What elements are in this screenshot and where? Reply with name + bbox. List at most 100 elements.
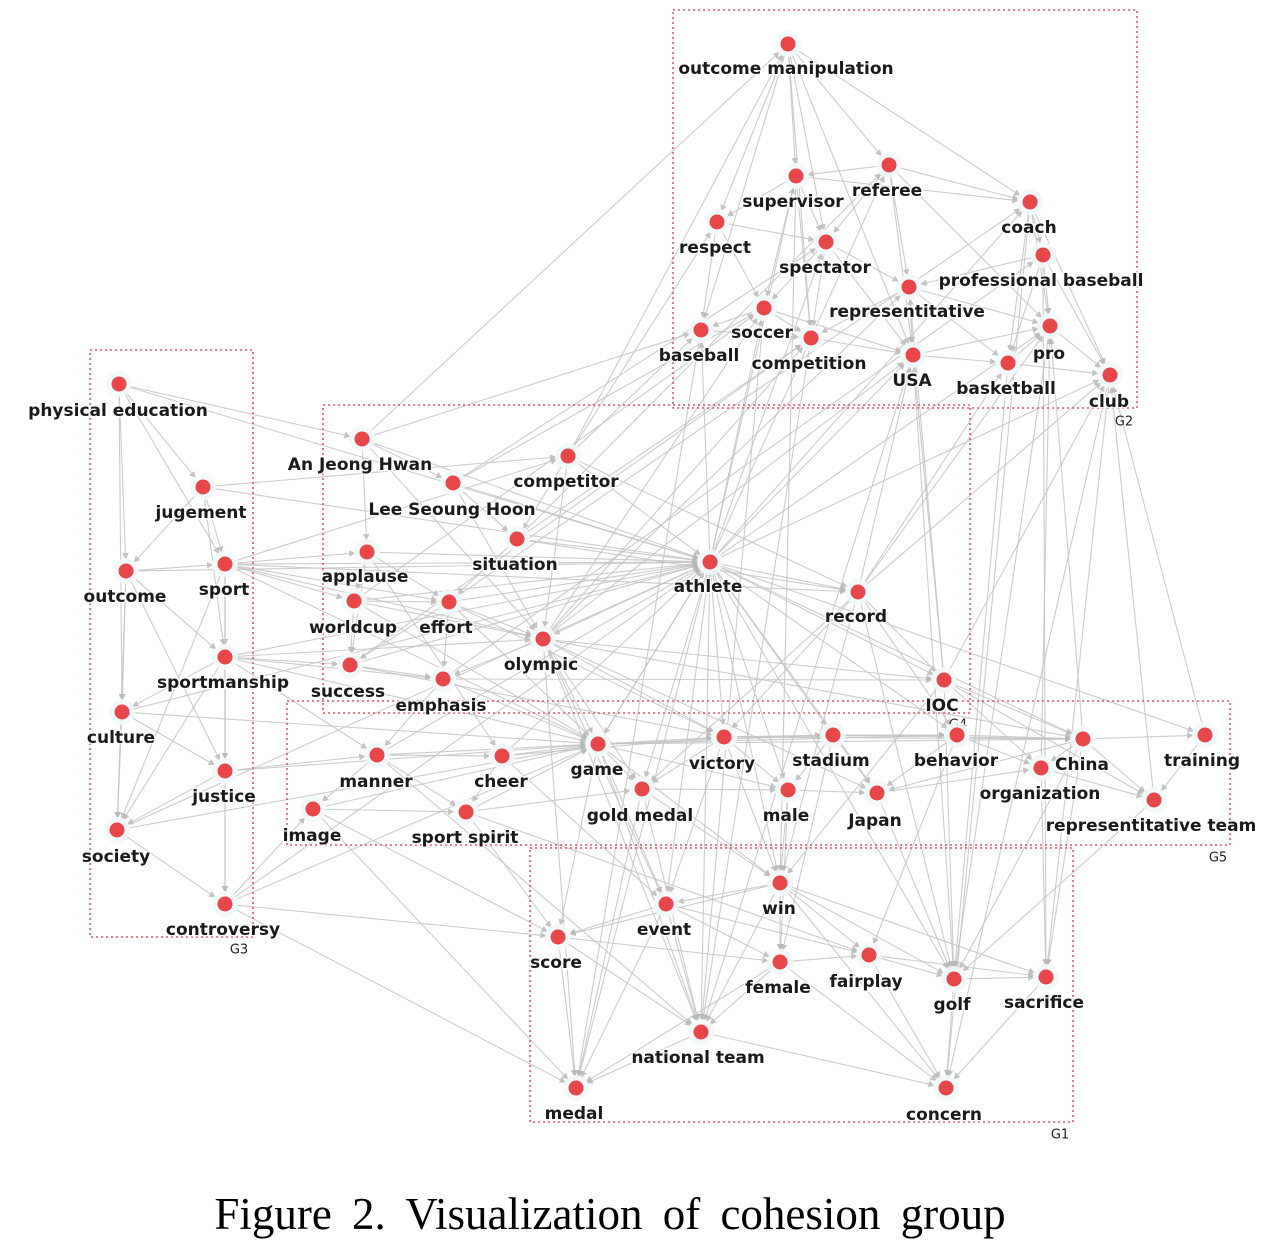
edge <box>358 666 713 737</box>
edge <box>664 570 710 893</box>
edge <box>362 602 532 639</box>
node-dot <box>949 727 965 743</box>
edge <box>522 463 564 530</box>
edge <box>585 966 773 1083</box>
node-label: gold medal <box>587 806 693 826</box>
edge <box>711 319 764 554</box>
edge <box>700 230 717 319</box>
node-physical-education: physical education <box>27 371 209 423</box>
edge <box>807 165 881 178</box>
edge <box>1108 386 1154 792</box>
edge <box>233 748 588 902</box>
node-dot <box>1033 760 1049 776</box>
edge <box>127 385 351 439</box>
node-label: representitative <box>829 302 985 322</box>
edge <box>790 52 910 345</box>
edge <box>965 734 1072 742</box>
edge <box>668 745 722 894</box>
edge <box>124 390 196 479</box>
edge <box>959 746 1080 969</box>
edge <box>1056 331 1102 368</box>
node-national-team: national team <box>630 1019 766 1070</box>
node-win: win <box>761 870 797 921</box>
edge <box>710 570 726 726</box>
edge <box>1160 741 1200 792</box>
edge <box>863 598 937 672</box>
node-label: golf <box>933 995 971 1015</box>
edge <box>232 907 566 1083</box>
node-sport: sport <box>197 551 251 602</box>
node-club: club <box>1087 362 1131 414</box>
edge <box>796 184 813 327</box>
edge <box>771 248 821 300</box>
node-label: manner <box>339 772 413 792</box>
node-representitative: representitative <box>828 274 986 324</box>
edge <box>804 176 1019 204</box>
edge <box>698 341 711 554</box>
groups-layer: G1G2G3G4G5 <box>89 9 1231 1143</box>
edge <box>451 676 933 684</box>
node-label: professional baseball <box>939 271 1144 291</box>
edge <box>889 173 910 276</box>
edge <box>951 684 1145 795</box>
edge <box>887 740 1075 792</box>
edge <box>355 560 366 591</box>
edge <box>726 745 777 873</box>
edge <box>130 712 587 747</box>
node-outcome: outcome <box>82 558 168 609</box>
edge <box>347 609 355 654</box>
node-event: event <box>635 891 693 942</box>
node-label: win <box>762 899 796 919</box>
edge <box>233 657 339 668</box>
edge <box>952 682 1073 736</box>
node-organization: organization <box>978 755 1102 806</box>
edge <box>572 231 712 449</box>
edge <box>864 382 1102 587</box>
edge <box>370 332 691 437</box>
edge <box>368 51 780 434</box>
edge <box>474 814 859 953</box>
edge <box>129 716 216 766</box>
edge <box>551 640 1072 739</box>
edge <box>575 338 701 1077</box>
node-dot <box>550 929 566 945</box>
node-dot <box>702 554 718 570</box>
node-record: record <box>823 579 889 629</box>
edge <box>921 326 1039 354</box>
edge <box>720 52 786 212</box>
edge <box>778 798 788 872</box>
node-concern: concern <box>905 1075 983 1127</box>
edge <box>777 184 797 872</box>
node-label: competitor <box>513 472 619 492</box>
node-label: behavior <box>914 751 999 771</box>
edge <box>384 759 457 806</box>
node-dot <box>1000 355 1016 371</box>
edge <box>525 539 699 564</box>
edge <box>1016 363 1099 377</box>
edge <box>952 371 1008 968</box>
edge <box>1031 210 1042 244</box>
edge <box>915 292 1000 357</box>
node-dot <box>1197 727 1213 743</box>
node-label: outcome <box>84 587 167 607</box>
node-ioc: IOC <box>924 667 960 718</box>
edge <box>962 974 1035 981</box>
edge <box>233 904 547 939</box>
edge <box>699 316 764 1021</box>
node-label: image <box>283 826 342 846</box>
node-label: USA <box>892 371 932 391</box>
edge <box>698 570 711 1021</box>
edge <box>795 741 828 782</box>
edge <box>1050 743 1076 762</box>
node-dot <box>850 584 866 600</box>
edge <box>320 812 548 932</box>
edge <box>1046 262 1105 366</box>
edge <box>714 568 871 784</box>
node-competitor: competitor <box>512 443 621 494</box>
node-dot <box>946 971 962 987</box>
edge <box>321 808 455 815</box>
node-label: supervisor <box>742 192 844 212</box>
edge <box>885 767 1030 793</box>
edge <box>1043 263 1052 315</box>
edge <box>833 245 900 282</box>
